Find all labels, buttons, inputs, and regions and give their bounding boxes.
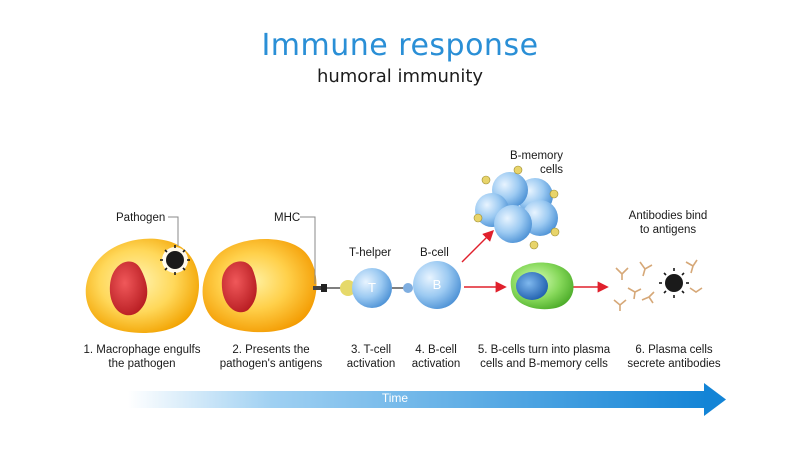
step-5-caption: 5. B-cells turn into plasma cells and B-… — [477, 344, 611, 370]
pathogen-virus-icon — [160, 245, 190, 275]
arrow-to-memory-cells — [461, 230, 494, 263]
antigen-presenting-macrophage — [202, 239, 317, 333]
t-helper-cell — [340, 268, 392, 308]
step-2-caption: 2. Presents the pathogen's antigens — [219, 344, 323, 370]
b-cell-label: B-cell — [420, 247, 449, 259]
step-6-caption: 6. Plasma cells secrete antibodies — [627, 344, 721, 370]
diagram-title: Immune response — [261, 28, 539, 63]
diagram-subtitle: humoral immunity — [316, 66, 484, 87]
b-cell-letter: B — [432, 277, 442, 292]
step-1-caption: 1. Macrophage engulfs the pathogen — [83, 344, 201, 370]
plasma-cell — [510, 262, 574, 310]
mhc-leader-line — [300, 216, 316, 284]
antibodies-icon — [613, 259, 703, 311]
mhc-label: MHC — [274, 212, 301, 224]
antibodies-bind-label: Antibodies bind to antigens — [628, 210, 708, 236]
bound-pathogen-virus-icon — [659, 268, 689, 298]
pathogen-leader-line — [168, 216, 179, 246]
t-helper-label: T-helper — [349, 247, 392, 259]
pathogen-label: Pathogen — [116, 212, 166, 224]
mhc-receptor-icon — [313, 284, 327, 292]
step-4-caption: 4. B-cell activation — [411, 344, 461, 370]
b-cell — [403, 261, 461, 309]
time-label: Time — [381, 391, 409, 405]
t-cell-letter: T — [368, 280, 376, 295]
step-3-caption: 3. T-cell activation — [346, 344, 396, 370]
b-memory-cells-cluster — [473, 165, 560, 250]
b-memory-cells-label: B-memory cells — [510, 150, 564, 176]
time-arrow — [128, 383, 726, 416]
